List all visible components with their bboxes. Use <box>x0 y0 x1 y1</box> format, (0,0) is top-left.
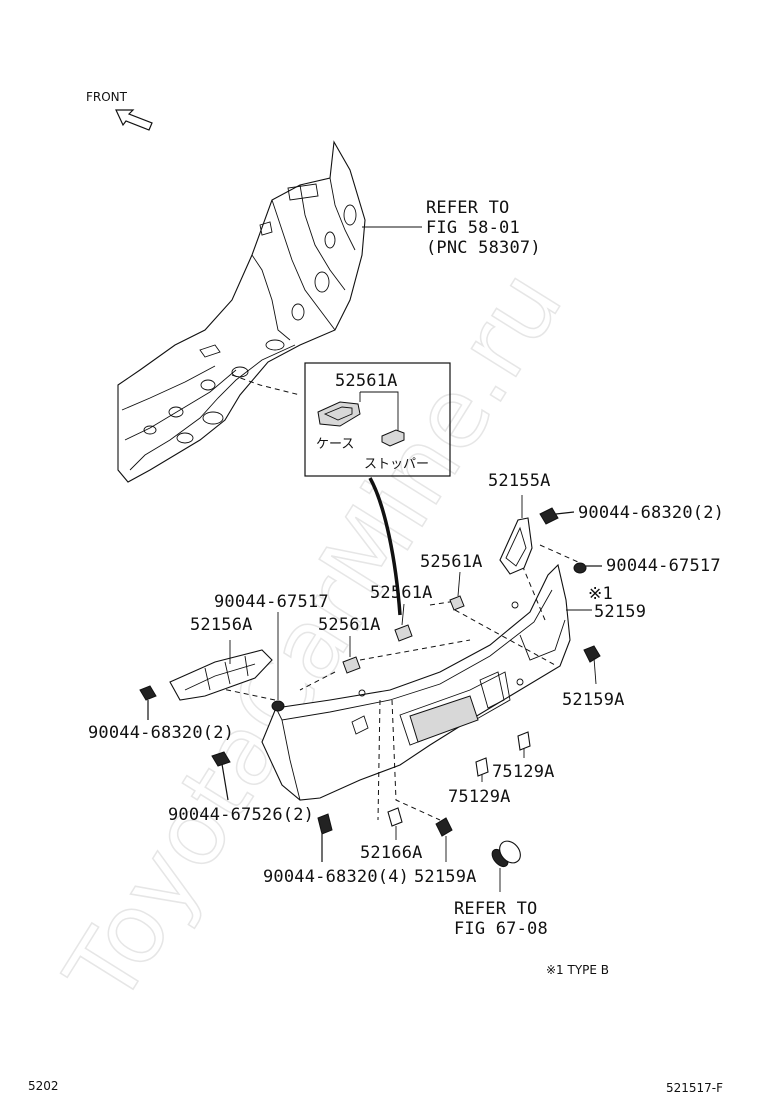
front-arrow-icon <box>115 109 153 131</box>
label-75129A-2: 75129A <box>448 787 511 807</box>
label-52561A-2: 52561A <box>370 583 433 603</box>
label-90044-68320-2-right: 90044-68320(2) <box>578 503 724 523</box>
label-75129A-1: 75129A <box>492 762 555 782</box>
label-52156A: 52156A <box>190 615 253 635</box>
inset-arrow <box>368 477 402 616</box>
front-label: FRONT <box>86 90 128 104</box>
label-52166A: 52166A <box>360 843 423 863</box>
bolt-90044-68320-left <box>139 685 157 720</box>
bolt-90044-68320-right <box>539 507 575 525</box>
label-52155A: 52155A <box>488 471 551 491</box>
rear-body-panel <box>117 140 366 483</box>
label-52159A-bottom: 52159A <box>414 867 477 887</box>
bracket-52156A <box>169 649 273 701</box>
label-90044-67517-right: 90044-67517 <box>606 556 721 576</box>
illustration-code: 521517-F <box>666 1081 723 1095</box>
bracket-52155A <box>499 517 533 575</box>
screw-90044-67517-right <box>573 562 602 574</box>
label-90044-67517-left: 90044-67517 <box>214 592 329 612</box>
bolt-90044-67526 <box>211 751 231 801</box>
refer-bottom-line2: FIG 67-08 <box>454 919 548 939</box>
pad-75129A-1 <box>517 731 531 751</box>
note-mark: ※1 <box>588 584 613 604</box>
inset-box: 52561A ケース ストッパー <box>304 362 451 477</box>
bolt-90044-68320-bottom <box>317 813 333 862</box>
clip-52159A-bottom <box>435 817 453 862</box>
clip-52561A-3 <box>342 656 361 674</box>
inset-part-number: 52561A <box>335 371 398 391</box>
license-lamp-bulb <box>491 840 521 892</box>
clip-52159A-right <box>583 645 601 685</box>
refer-top-line3: (PNC 58307) <box>426 238 541 258</box>
page-number: 5202 <box>28 1079 59 1093</box>
case-label: ケース <box>316 437 354 452</box>
pad-75129A-2 <box>475 757 489 777</box>
label-52159: 52159 <box>594 602 646 622</box>
label-52561A-3: 52561A <box>318 615 381 635</box>
clip-52166A <box>387 807 403 827</box>
refer-top-line1: REFER TO <box>426 198 509 218</box>
clip-52561A-1 <box>449 595 465 611</box>
label-52159A-right: 52159A <box>562 690 625 710</box>
label-90044-68320-4: 90044-68320(4) <box>263 867 409 887</box>
rear-bumper-cover <box>261 563 571 801</box>
stopper-label: ストッパー <box>364 457 429 472</box>
label-90044-68320-2-left: 90044-68320(2) <box>88 723 234 743</box>
type-note: ※1 TYPE B <box>546 963 609 977</box>
clip-52561A-2 <box>394 624 413 642</box>
refer-bottom-line1: REFER TO <box>454 899 537 919</box>
stopper-part <box>381 429 405 447</box>
refer-top-line2: FIG 58-01 <box>426 218 520 238</box>
label-90044-67526-2: 90044-67526(2) <box>168 805 314 825</box>
label-52561A-1: 52561A <box>420 552 483 572</box>
screw-90044-67517-left <box>271 700 285 712</box>
